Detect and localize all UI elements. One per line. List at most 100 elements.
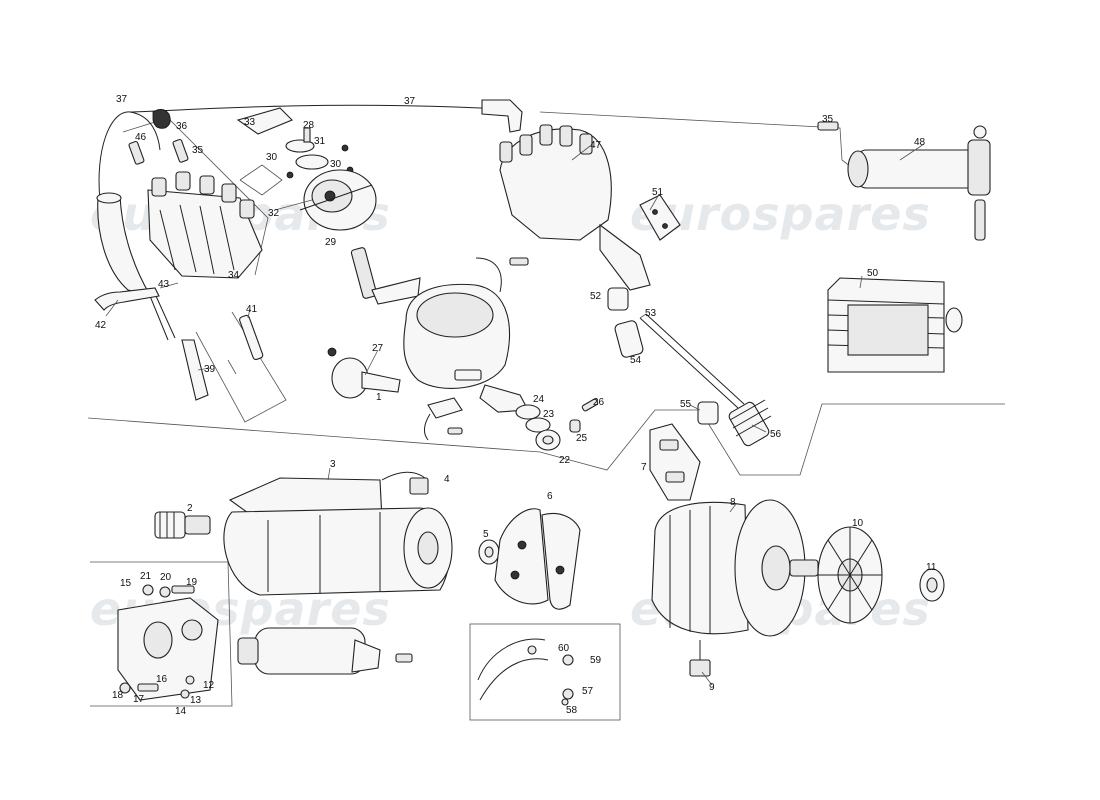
callout-60[interactable]: 60 [558,643,570,654]
callout-6[interactable]: 6 [547,491,553,502]
callout-5[interactable]: 5 [483,529,489,540]
callout-13[interactable]: 13 [190,695,202,706]
ignition-coil-48[interactable] [847,125,991,241]
alternator-8[interactable] [651,499,819,637]
callout-12[interactable]: 12 [203,680,215,691]
callout-28[interactable]: 28 [303,120,315,131]
callout-22[interactable]: 22 [559,455,571,466]
distributor-cap-34[interactable] [147,171,263,279]
callout-19[interactable]: 19 [186,577,198,588]
bush-55[interactable] [697,401,719,425]
bearing-5[interactable] [478,539,500,565]
callout-2[interactable]: 2 [187,503,193,514]
terminal-46[interactable] [128,140,145,165]
clip-42[interactable] [94,287,160,311]
callout-59[interactable]: 59 [590,655,602,666]
callout-43[interactable]: 43 [158,279,170,290]
collar-22[interactable] [535,429,561,451]
callout-17[interactable]: 17 [133,694,145,705]
connector-9[interactable] [689,640,711,677]
callout-58[interactable]: 58 [566,705,578,716]
callout-47[interactable]: 47 [590,140,602,151]
washer-23[interactable] [525,417,551,433]
inset-terminal-57-60[interactable] [477,638,574,706]
solenoid[interactable] [237,627,413,675]
callout-23[interactable]: 23 [543,409,555,420]
callout-35[interactable]: 35 [822,114,834,125]
callout-50[interactable]: 50 [867,268,879,279]
callout-55[interactable]: 55 [680,399,692,410]
callout-29[interactable]: 29 [325,237,337,248]
callout-36[interactable]: 36 [176,121,188,132]
spring-25[interactable] [569,419,581,433]
callout-32[interactable]: 32 [268,208,280,219]
callout-37[interactable]: 37 [404,96,416,107]
callout-18[interactable]: 18 [112,690,124,701]
cooling-fan-10[interactable] [817,526,883,624]
callout-15[interactable]: 15 [120,578,132,589]
drive-shaft-53[interactable] [639,313,745,409]
callout-41[interactable]: 41 [246,304,258,315]
control-unit-50[interactable] [827,277,963,373]
rotor-arm-33[interactable] [236,107,293,135]
callout-37[interactable]: 37 [116,94,128,105]
callout-54[interactable]: 54 [630,355,642,366]
bearing-11[interactable] [919,568,945,602]
plug-connector-39[interactable] [181,339,209,401]
condenser[interactable] [424,397,463,441]
screw-small[interactable] [509,257,529,266]
callout-4[interactable]: 4 [444,474,450,485]
boot-36[interactable] [152,109,171,129]
callout-27[interactable]: 27 [372,343,384,354]
starter-motor-3[interactable] [223,477,453,596]
callout-31[interactable]: 31 [314,136,326,147]
callout-56[interactable]: 56 [770,429,782,440]
distributor-cap-47[interactable] [499,124,651,291]
bracket-51[interactable] [639,194,681,241]
callout-35[interactable]: 35 [192,145,204,156]
callout-46[interactable]: 46 [135,132,147,143]
nut-35[interactable] [817,121,839,131]
callout-39[interactable]: 39 [204,364,216,375]
spark-plug-41[interactable] [239,314,264,361]
callout-26[interactable]: 26 [593,397,605,408]
callout-57[interactable]: 57 [582,686,594,697]
breaker-plate-29[interactable] [299,169,377,231]
callout-51[interactable]: 51 [652,187,664,198]
brush-plate-6[interactable] [494,508,581,610]
callout-1[interactable]: 1 [376,392,382,403]
spring-clip[interactable] [475,257,502,293]
bracket-7[interactable] [649,423,701,501]
vacuum-unit-27[interactable] [327,347,401,399]
callout-52[interactable]: 52 [590,291,602,302]
callout-9[interactable]: 9 [709,682,715,693]
callout-7[interactable]: 7 [641,462,647,473]
bush-52[interactable] [607,287,629,311]
callout-53[interactable]: 53 [645,308,657,319]
callout-16[interactable]: 16 [156,674,168,685]
pinion-2[interactable] [154,511,211,539]
callout-48[interactable]: 48 [914,137,926,148]
callout-25[interactable]: 25 [576,433,588,444]
bush-54[interactable] [614,320,644,359]
end-plate-15[interactable] [117,597,219,701]
callout-34[interactable]: 34 [228,270,240,281]
callout-30[interactable]: 30 [330,159,342,170]
callout-10[interactable]: 10 [852,518,864,529]
callout-11[interactable]: 11 [926,562,937,573]
drive-gear-56[interactable] [727,399,772,447]
callout-3[interactable]: 3 [330,459,336,470]
callout-20[interactable]: 20 [160,572,172,583]
connector-4[interactable] [381,471,429,495]
callout-24[interactable]: 24 [533,394,545,405]
washer-24[interactable] [515,404,541,420]
callout-42[interactable]: 42 [95,320,107,331]
callout-14[interactable]: 14 [175,706,187,717]
callout-21[interactable]: 21 [140,571,152,582]
callout-8[interactable]: 8 [730,497,736,508]
callout-30[interactable]: 30 [266,152,278,163]
distributor-body[interactable] [350,247,529,413]
fasteners-12-21[interactable] [119,584,195,699]
callout-33[interactable]: 33 [244,117,256,128]
terminal-35[interactable] [172,138,189,163]
